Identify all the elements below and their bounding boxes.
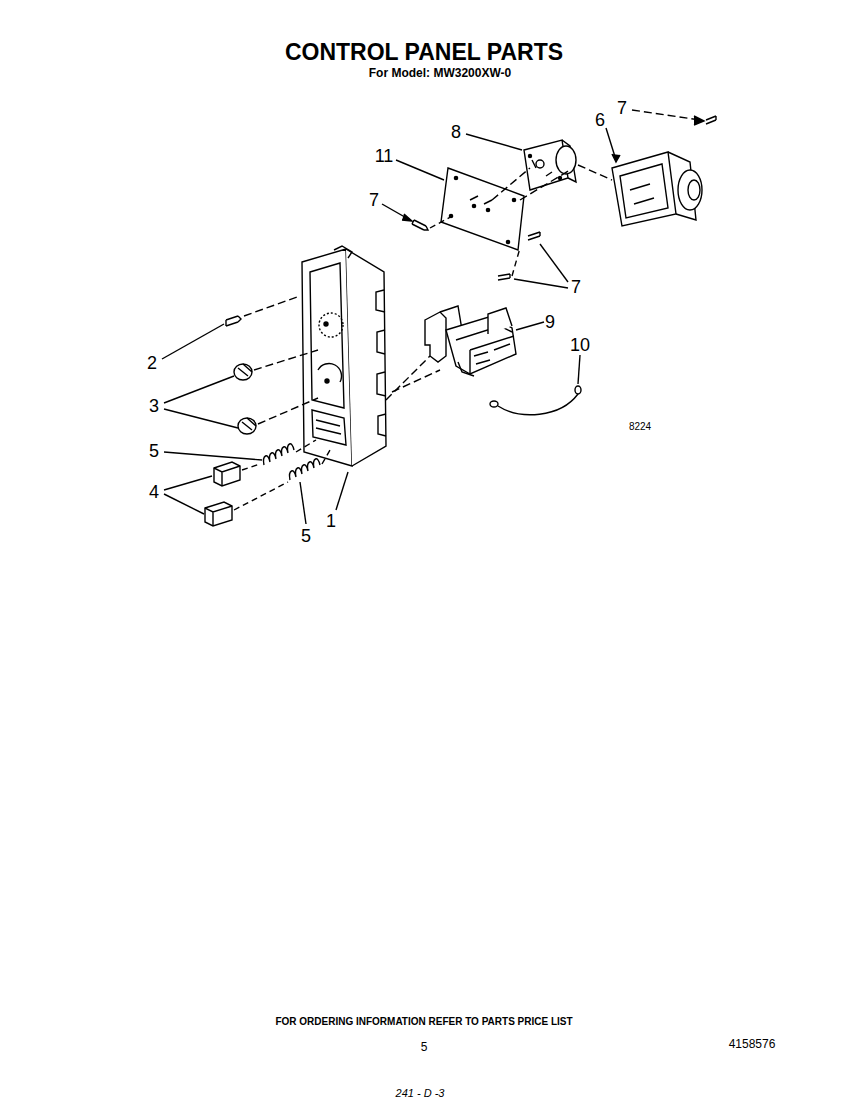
callout-number: 10	[570, 336, 590, 354]
callout-number: 2	[147, 354, 157, 372]
callout-number: 4	[149, 483, 159, 501]
page-title: CONTROL PANEL PARTS	[285, 41, 563, 64]
document-number: 4158576	[729, 1038, 776, 1050]
callout-number: 9	[545, 313, 555, 331]
callout-number: 6	[595, 111, 605, 129]
callout-number: 7	[369, 191, 379, 209]
figure-code: 8224	[629, 422, 651, 432]
callout-number: 3	[149, 397, 159, 415]
footer-note: FOR ORDERING INFORMATION REFER TO PARTS …	[275, 1017, 572, 1027]
callout-number: 5	[301, 527, 311, 545]
callout-number: 11	[375, 147, 394, 165]
callout-number: 7	[617, 99, 627, 117]
callout-number: 7	[571, 278, 581, 296]
callout-number: 1	[326, 512, 336, 530]
handwritten-note: 241 - D -3	[396, 1088, 445, 1099]
model-label: For Model: MW3200XW-0	[369, 67, 511, 79]
page-number: 5	[421, 1041, 428, 1053]
callout-number: 5	[149, 442, 159, 460]
callout-number: 8	[451, 123, 461, 141]
